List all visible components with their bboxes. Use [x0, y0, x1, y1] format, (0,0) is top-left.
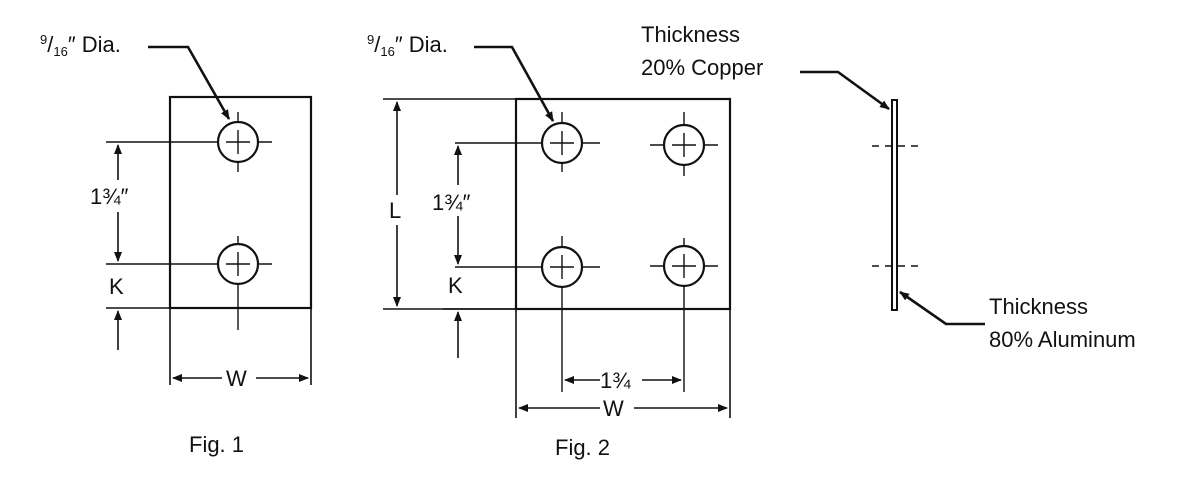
fig1-caption: Fig. 1	[189, 432, 244, 457]
fig2-dia-label: 9/16″ Dia.	[367, 32, 448, 59]
edge-bottom-label-line2: 80% Aluminum	[989, 327, 1136, 352]
fig2-w-label: W	[603, 396, 624, 421]
fig1-dia-leader	[148, 45, 231, 120]
fig2-l-label: L	[389, 198, 401, 223]
edge-top-leader	[800, 70, 890, 111]
fig2-caption: Fig. 2	[555, 435, 610, 460]
fig2-hole-top-left	[455, 112, 600, 172]
fig2-dia-leader	[474, 45, 555, 122]
fig2-h-spacing-label: 1¾	[600, 368, 631, 393]
fig1-hole-top	[205, 112, 272, 172]
fig2-k-label: K	[448, 273, 463, 298]
fig2-hole-top-right	[650, 112, 718, 176]
edge-view: Thickness 20% Copper Thickness 80% Alumi…	[641, 22, 1136, 352]
fig1-k-label: K	[109, 274, 124, 299]
fig2-hole-bottom-right	[650, 238, 718, 392]
edge-bottom-label-line1: Thickness	[989, 294, 1088, 319]
fig1-spacing-label: 1¾″	[90, 184, 129, 209]
edge-top-label-line1: Thickness	[641, 22, 740, 47]
fig2-spacing-label: 1¾″	[432, 190, 471, 215]
fig2: 9/16″ Dia. L 1¾″ K 1¾ W Fig. 2	[367, 32, 732, 460]
fig1-hole-bottom	[205, 236, 272, 330]
fig1-dia-label: 9/16″ Dia.	[40, 32, 121, 59]
fig1-w-label: W	[226, 366, 247, 391]
edge-top-label-line2: 20% Copper	[641, 55, 763, 80]
edge-bottom-leader	[899, 290, 985, 326]
fig1: 9/16″ Dia. 1¾″ K W Fig. 1	[40, 32, 313, 457]
fig2-hole-bottom-left	[455, 236, 600, 392]
edge-view-bar	[891, 99, 898, 311]
